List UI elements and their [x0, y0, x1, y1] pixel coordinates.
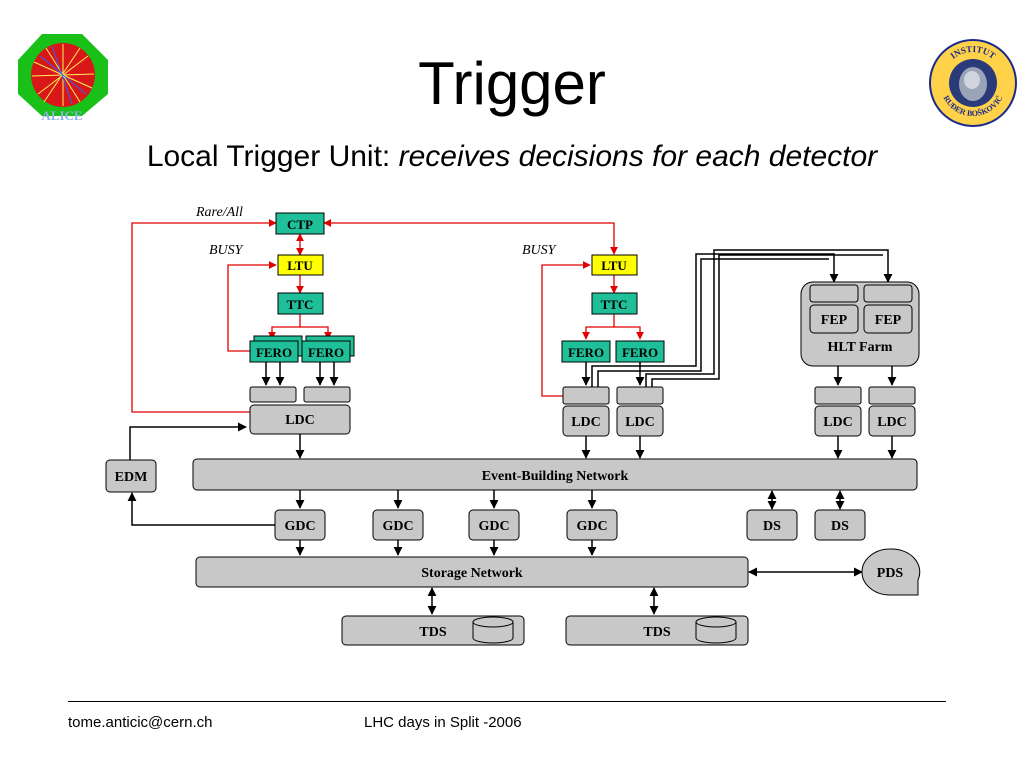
ldc-box-hlt-1 [814, 405, 862, 437]
pds-label: PDS [877, 566, 904, 581]
daq-trigger-diagram: CTP LTU LTU TTC TTC FERO FERO FERO FERO [105, 205, 921, 646]
fero-box-right-1 [561, 340, 611, 363]
busy-label-left: BUSY [209, 243, 245, 258]
ldc-label-right-1: LDC [571, 415, 601, 430]
institute-seal: INSTITUT RUĐER BOŠKOVIĆ [929, 39, 1017, 127]
ctp-label: CTP [287, 217, 313, 232]
ltu-label-left: LTU [287, 258, 313, 273]
fero-box-right-2 [615, 340, 665, 363]
slide-subtitle: Local Trigger Unit: receives decisions f… [0, 138, 1024, 176]
busy-label-right: BUSY [522, 243, 558, 258]
pds-box [861, 548, 921, 596]
gdc-label-1: GDC [284, 519, 315, 534]
gdc-label-3: GDC [478, 519, 509, 534]
tds-label-2: TDS [643, 625, 670, 640]
footer-rule [68, 701, 946, 702]
disk-icon [472, 616, 737, 644]
event-building-network-label: Event-Building Network [482, 469, 629, 484]
ldc-label-hlt-1: LDC [823, 415, 853, 430]
fep-label-2: FEP [875, 313, 902, 328]
gdc-box-4 [566, 509, 618, 541]
alice-logo: ALICE [18, 34, 108, 123]
fero-box-left-1 [249, 340, 299, 363]
tds-label-1: TDS [419, 625, 446, 640]
hlt-farm-box [800, 281, 920, 367]
ttc-box-left [277, 292, 324, 315]
ltu-label-right: LTU [601, 258, 627, 273]
footer-email: tome.anticic@cern.ch [68, 714, 213, 731]
ldc-label-hlt-2: LDC [877, 415, 907, 430]
ldc-label-left: LDC [285, 413, 315, 428]
subtitle-italic: receives decisions for each detector [398, 140, 878, 173]
ds-box-2 [814, 509, 866, 541]
ltu-box-right [591, 254, 638, 276]
ttc-box-right [591, 292, 638, 315]
ldc-box-right-1 [562, 405, 610, 437]
storage-network-bar [195, 556, 749, 588]
seal-top-text: INSTITUT [948, 44, 997, 61]
footer-event: LHC days in Split -2006 [364, 714, 522, 731]
fero-label-right-1: FERO [568, 345, 604, 360]
fep-box-1 [809, 304, 859, 334]
ctp-box [275, 212, 325, 235]
ldc-box-hlt-2 [868, 405, 916, 437]
alice-logo-label: ALICE [41, 108, 82, 123]
gdc-label-4: GDC [576, 519, 607, 534]
ttc-label-right: TTC [601, 297, 628, 312]
fep-label-1: FEP [821, 313, 848, 328]
edm-box [105, 459, 157, 493]
storage-network-label: Storage Network [421, 566, 523, 581]
ldc-box-left [249, 404, 351, 435]
edm-label: EDM [115, 470, 148, 485]
fero-label-right-2: FERO [622, 345, 658, 360]
ldc-box-right-2 [616, 405, 664, 437]
gdc-box-1 [274, 509, 326, 541]
hlt-farm-label: HLT Farm [828, 340, 893, 355]
ttc-label-left: TTC [287, 297, 314, 312]
subtitle-prefix: Local Trigger Unit: [146, 140, 399, 173]
ds-label-1: DS [763, 519, 781, 534]
fero-box-left-2 [301, 340, 351, 363]
event-building-network-bar [192, 458, 918, 491]
fero-label-left-2: FERO [308, 345, 344, 360]
fep-box-2 [863, 304, 913, 334]
ldc-buffer-left-2 [303, 386, 351, 403]
fero-label-left-1: FERO [256, 345, 292, 360]
ds-box-1 [746, 509, 798, 541]
rare-all-label: Rare/All [195, 205, 243, 220]
gdc-box-3 [468, 509, 520, 541]
ltu-box-left [277, 254, 324, 276]
gdc-label-2: GDC [382, 519, 413, 534]
ldc-buffer-left-1 [249, 386, 297, 403]
gdc-box-2 [372, 509, 424, 541]
ds-label-2: DS [831, 519, 849, 534]
ldc-label-right-2: LDC [625, 415, 655, 430]
slide-title: Trigger [418, 50, 606, 117]
